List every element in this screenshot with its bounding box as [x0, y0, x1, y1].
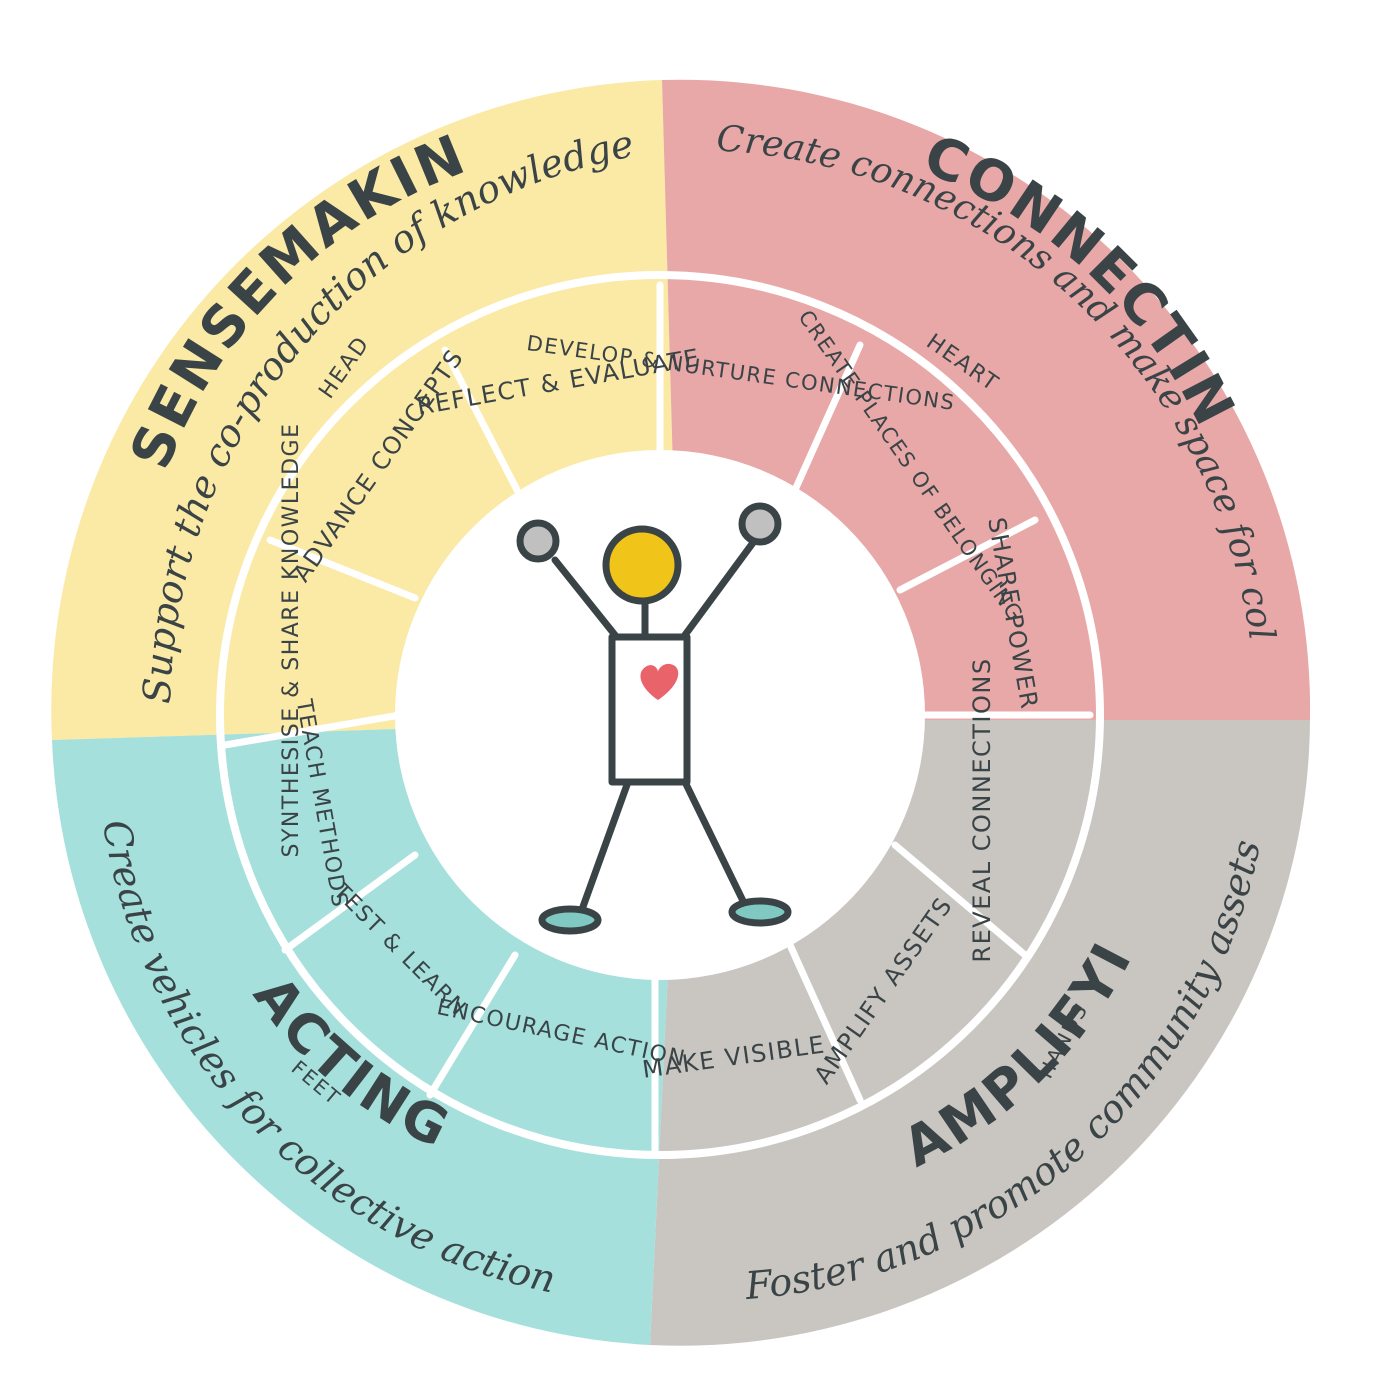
segment-reveal: REVEAL CONNECTIONS: [968, 657, 996, 962]
segment-reveal-label: REVEAL CONNECTIONS: [968, 657, 996, 962]
stick-figure-icon: [516, 502, 792, 935]
segment-synthesise-label: SYNTHESISE & SHARE KNOWLEDGE: [279, 423, 304, 858]
left-foot-icon: [538, 905, 602, 935]
heart-icon: [640, 663, 679, 700]
head-icon: [602, 525, 682, 605]
segment-synthesise: SYNTHESISE & SHARE KNOWLEDGE: [279, 423, 304, 858]
inner-ring-border: [216, 271, 1104, 1159]
segment-dividers: [221, 281, 1094, 1154]
right-hand-icon: [738, 502, 782, 546]
left-hand-icon: [516, 519, 560, 563]
right-foot-icon: [728, 897, 792, 927]
